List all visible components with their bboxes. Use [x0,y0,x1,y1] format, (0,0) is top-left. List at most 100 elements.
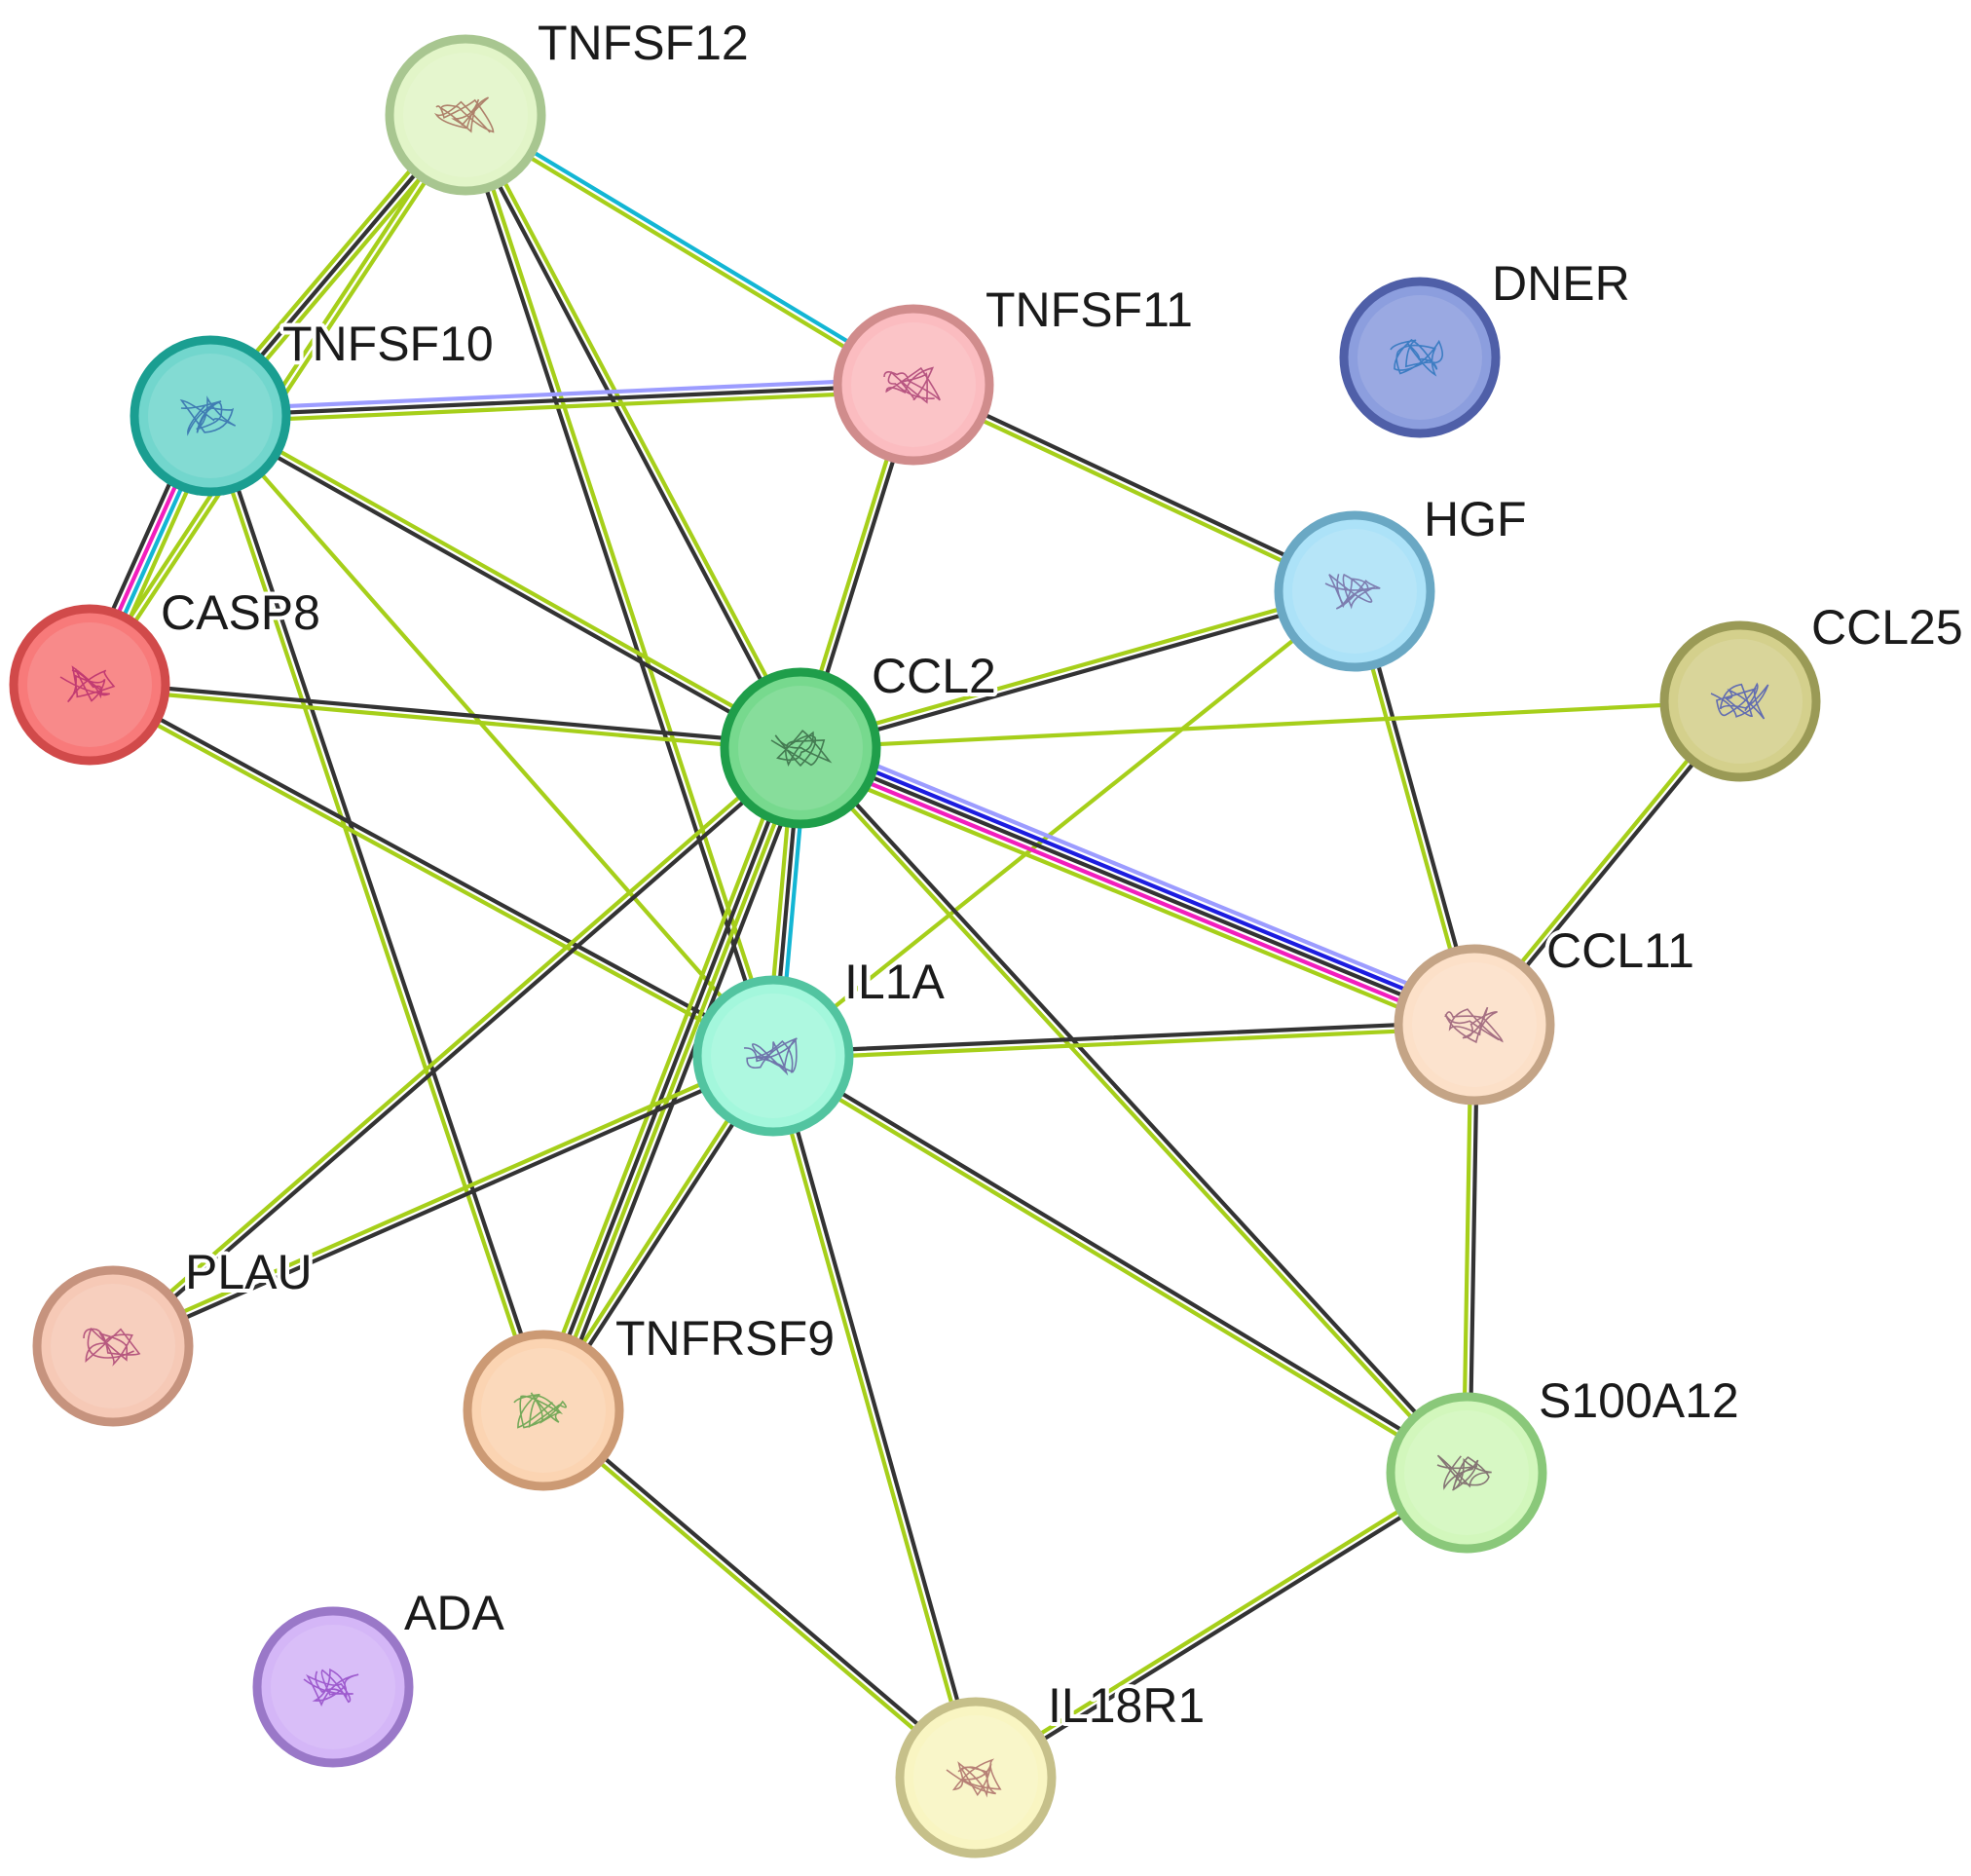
node-label-hgf: HGF [1424,492,1527,546]
node-label-tnfsf12: TNFSF12 [538,16,749,70]
node-label-il18r1: IL18R1 [1048,1678,1205,1733]
node-circle[interactable] [1659,620,1821,782]
edge-ccl2-plau [108,743,805,1351]
node-highlight [1678,639,1803,764]
protein-structure-icon [433,96,495,133]
edge-strand-coexpression [975,1473,1470,1782]
edge-tnfsf10-tnfrsf9 [205,412,549,1414]
edge-strand-textmining [539,1410,976,1782]
node-tnfsf10[interactable] [130,335,291,497]
node-plau[interactable] [32,1265,194,1427]
node-ada[interactable] [252,1606,414,1768]
edge-tnfsf12-tnfsf11 [462,110,917,390]
node-ccl2[interactable] [720,667,881,829]
edge-strand-coexpression [207,382,916,419]
node-highlight [1292,529,1417,654]
edge-strand-textmining [109,1050,774,1346]
edge-hgf-ccl2 [798,585,1357,754]
edge-strand-coexpression [770,1019,1476,1055]
edge-casp8-ccl2 [87,679,803,754]
edge-strand-coexpression [88,679,803,747]
edge-strand-textmining [770,588,1357,1059]
edge-strand-textmining [205,414,543,1414]
edge-strand-experimental [796,751,1474,1033]
edge-strand-coexpression [206,416,801,753]
edge-strand-textmining [87,686,802,754]
edge-tnfsf11-hgf [910,379,1358,597]
edge-strand-textmining [86,685,774,1061]
node-hgf[interactable] [1274,510,1435,672]
node-circle[interactable] [1274,510,1435,672]
edge-strand-coexpression [113,748,805,1351]
node-highlight [27,622,152,747]
edge-strand-textmining [798,585,1357,747]
edge-strand-textmining [796,748,1467,1478]
protein-structure-icon [883,366,941,404]
node-circle[interactable] [130,335,291,497]
node-label-il1a: IL1A [844,955,946,1009]
node-tnfrsf9[interactable] [463,1330,624,1491]
node-ccl11[interactable] [1394,944,1555,1106]
edge-strand-textmining [108,743,800,1346]
node-tnfsf12[interactable] [385,34,546,196]
edge-strand-coexpression [774,1053,982,1780]
node-casp8[interactable] [9,604,170,766]
edge-strand-textmining [208,389,916,425]
edge-strand-coexpression [461,114,800,752]
node-ccl25[interactable] [1659,620,1821,782]
node-label-tnfsf11: TNFSF11 [986,282,1193,337]
edge-casp8-il1a [86,680,777,1061]
protein-structure-icon [1436,1454,1492,1491]
edge-tnfsf12-il1a [460,111,779,1060]
edge-strand-coexpression [799,592,1357,754]
node-circle[interactable] [9,604,170,766]
node-highlight [1357,295,1482,420]
edge-tnfsf12-ccl2 [461,111,805,752]
edge-strand-textmining [207,413,776,1059]
edge-strand-textmining [462,115,914,390]
node-circle[interactable] [32,1265,194,1427]
protein-structure-icon [513,1392,568,1429]
edge-strand-database [465,110,917,385]
node-label-casp8: CASP8 [161,585,320,640]
edge-s100a12-il18r1 [972,1468,1470,1782]
edge-strand-coexpression [89,680,777,1056]
edge-strand-textmining [532,742,795,1409]
node-label-ccl25: CCL25 [1811,600,1963,655]
edge-strand-textmining [465,111,805,749]
node-label-plau: PLAU [185,1245,313,1299]
edge-strand-coexpression [772,1051,1470,1473]
protein-structure-icon [1710,682,1769,720]
edge-strand-textmining [769,1056,1468,1478]
node-circle[interactable] [833,304,994,466]
edge-strand-coexpression [112,1056,777,1352]
node-label-tnfsf10: TNFSF10 [282,317,494,371]
node-il1a[interactable] [692,975,854,1137]
protein-structure-icon [770,730,833,768]
edge-strand-textmining [972,1468,1468,1778]
protein-structure-icon [59,665,116,703]
edge-strand-coexpression [538,744,800,1411]
node-s100a12[interactable] [1386,1392,1547,1554]
node-highlight [148,354,273,478]
node-label-ada: ADA [404,1586,504,1640]
node-circle[interactable] [1339,277,1501,438]
node-tnfsf11[interactable] [833,304,994,466]
edge-hgf-il1a [770,588,1357,1059]
edge-strand-textmining [209,411,804,748]
edge-strand-protein_homology [802,733,1482,1016]
edge-tnfsf10-il1a [207,413,776,1059]
edge-ccl2-tnfrsf9 [532,742,812,1416]
edge-strand-coexpression [800,743,1471,1473]
node-circle[interactable] [1386,1392,1547,1554]
node-il18r1[interactable] [895,1697,1057,1858]
edge-tnfrsf9-il18r1 [539,1406,981,1782]
edge-strand-protein_homology [207,376,915,412]
node-dner[interactable] [1339,277,1501,438]
protein-structure-icon [743,1037,798,1076]
edge-strand-coexpression [210,412,549,1412]
node-label-s100a12: S100A12 [1539,1373,1739,1428]
edge-strand-cooccurrence [800,739,1479,1022]
